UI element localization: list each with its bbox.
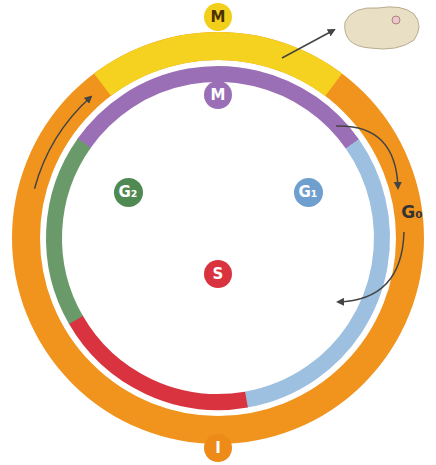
interphase-circle: I [204, 434, 232, 462]
m-phase-segment [0, 10, 436, 465]
cell-nucleus [392, 16, 400, 24]
phase-letter: I [215, 441, 221, 456]
phase-letter: M [211, 88, 226, 103]
phase-circle: S [204, 260, 232, 288]
cycle-direction-arrow [35, 97, 91, 189]
daughter-cell [345, 7, 419, 49]
phase-circle: G₁ [294, 178, 323, 207]
phase-label: G₀ [401, 204, 422, 221]
phase-letter: M [211, 10, 226, 25]
division-arrow [282, 30, 334, 58]
mitosis-circle: M [204, 3, 232, 31]
phase-letter: S [213, 267, 224, 282]
s-phase-segment [28, 48, 408, 428]
phase-circle: M [204, 81, 232, 109]
phase-letter: G₂ [119, 185, 138, 200]
interphase-ring [26, 46, 410, 430]
phase-letter: G₁ [299, 185, 318, 200]
from-g0-arrow [338, 232, 404, 302]
phase-circle: G₂ [114, 178, 143, 207]
g2-phase-segment [0, 14, 436, 462]
to-g0-arrow [336, 126, 398, 188]
g1-phase-segment [0, 10, 436, 465]
